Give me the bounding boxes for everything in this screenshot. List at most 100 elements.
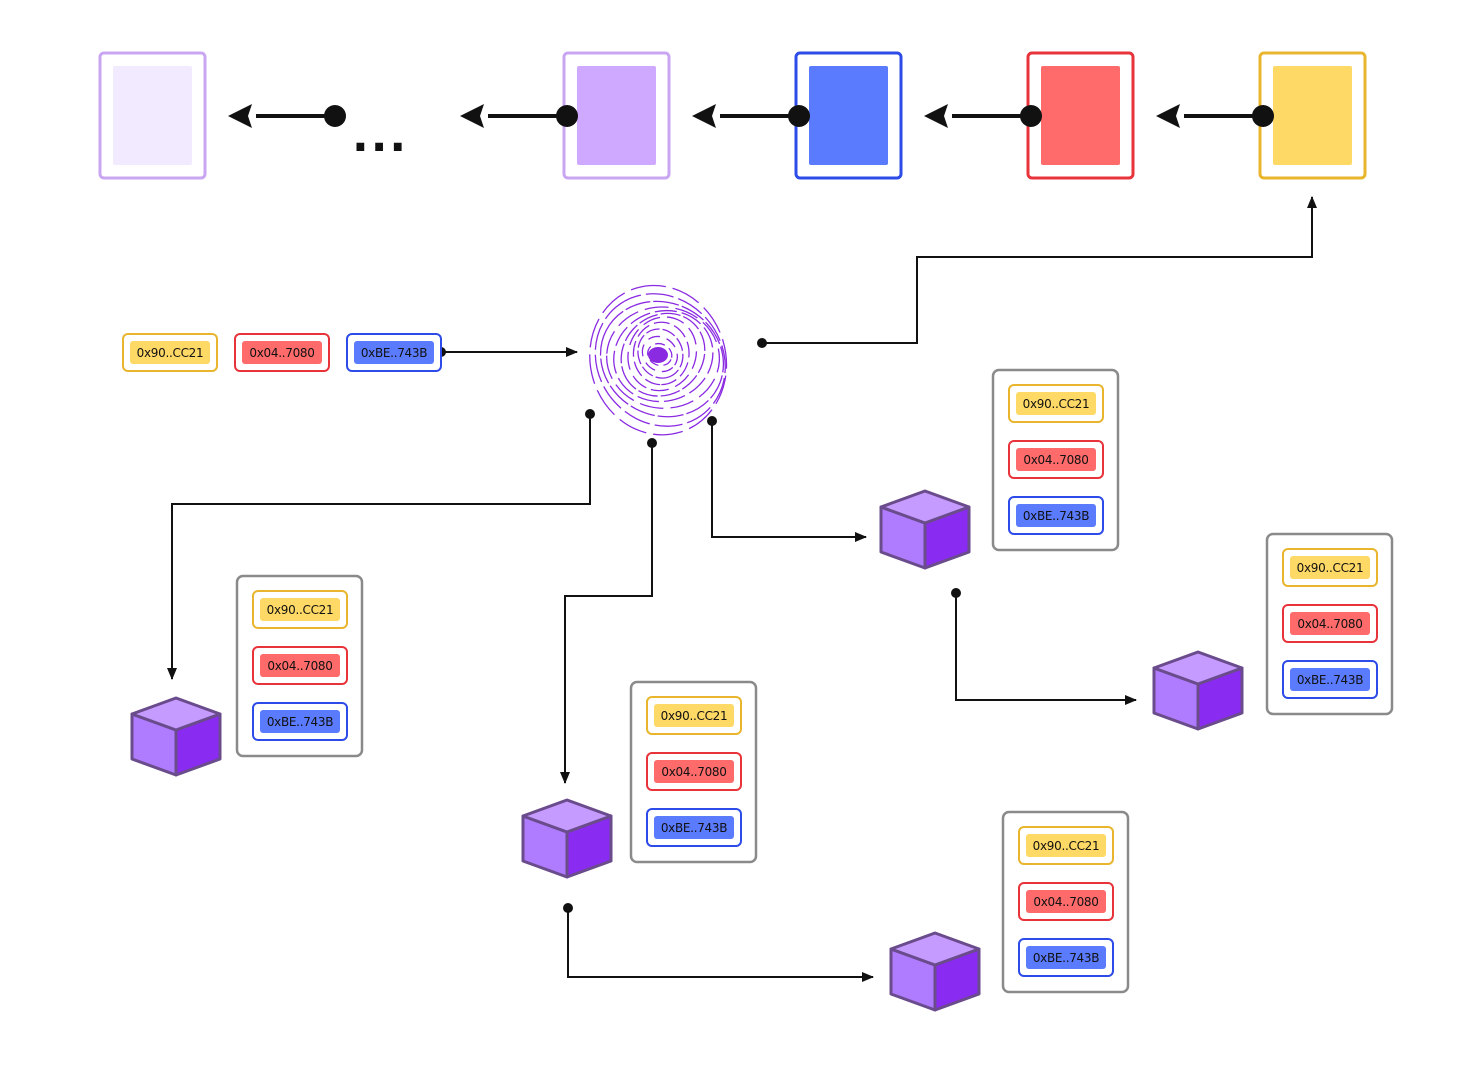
tx-tag: 0xBE..743B (1018, 938, 1114, 977)
vortex-ring (632, 321, 690, 386)
cube-top-face (130, 696, 222, 732)
tx-tag-fill (260, 710, 340, 733)
tx-tag: 0x04..7080 (646, 752, 742, 791)
mempool-to-node-1-dot (585, 409, 595, 419)
tx-tag-label: 0x04..7080 (249, 346, 314, 360)
node-cube (879, 489, 971, 570)
block-fill (577, 66, 656, 165)
vortex-ring (589, 284, 728, 436)
tx-tag-label: 0xBE..743B (661, 821, 727, 835)
block-fill (1041, 66, 1120, 165)
tx-tag: 0x04..7080 (1282, 604, 1378, 643)
node-cube (1152, 650, 1244, 731)
tx-tag: 0xBE..743B (1282, 660, 1378, 699)
chain-link-dot (788, 105, 810, 127)
chain-link-arrow (924, 104, 1042, 128)
block-fill (809, 66, 888, 165)
node-cube (521, 798, 613, 879)
tx-tag-label: 0x90..CC21 (1033, 839, 1100, 853)
block-fill (1273, 66, 1352, 165)
tx-tag: 0xBE..743B (346, 333, 442, 372)
chain-block (562, 51, 671, 180)
tx-tag-label: 0x04..7080 (1023, 453, 1088, 467)
tx-to-mempool (436, 347, 578, 357)
tx-tag: 0x04..7080 (234, 333, 330, 372)
node-cube (889, 931, 981, 1012)
tx-tag-fill (354, 341, 434, 364)
node-transaction-list: 0x90..CC21 0x04..7080 0xBE..743B (235, 574, 364, 758)
tx-tag: 0x90..CC21 (122, 333, 218, 372)
vortex-ring (594, 293, 726, 427)
mempool-to-node-3-path (711, 421, 867, 542)
chain-link-arrow (1156, 104, 1274, 128)
block-fill (113, 66, 192, 165)
chain-block (1258, 51, 1367, 180)
tx-tag-fill (1290, 556, 1370, 579)
chain-arrowhead (228, 104, 252, 128)
node-transaction-list: 0x90..CC21 0x04..7080 0xBE..743B (629, 680, 758, 864)
tx-tag-fill (1026, 834, 1106, 857)
vortex-ring (637, 328, 684, 379)
tx-tag-label: 0x90..CC21 (137, 346, 204, 360)
tx-tag-fill (1016, 392, 1096, 415)
mempool-to-node-2-dot (647, 438, 657, 448)
tx-tag-fill (654, 704, 734, 727)
chain-link-dot (324, 105, 346, 127)
vortex-ring (613, 309, 714, 403)
vortex-ring (606, 306, 721, 409)
mempool-to-block-dot (757, 338, 767, 348)
tx-tag: 0x90..CC21 (252, 590, 348, 629)
mempool-to-node-2 (560, 438, 657, 784)
tx-tag-label: 0x90..CC21 (661, 709, 728, 723)
chain-link-arrow (460, 104, 578, 128)
vortex-core (648, 347, 668, 363)
cube-top-face (521, 798, 613, 834)
node-2-to-node-5-path (567, 908, 874, 982)
vortex (589, 284, 728, 436)
tx-tag-label: 0xBE..743B (361, 346, 427, 360)
chain-block (794, 51, 903, 180)
cube-top-face (889, 931, 981, 967)
tx-tag: 0x90..CC21 (646, 696, 742, 735)
vortex-ring (641, 335, 679, 373)
chain-arrowhead (924, 104, 948, 128)
tx-tag: 0x90..CC21 (1008, 384, 1104, 423)
chain-arrowhead (692, 104, 716, 128)
tx-tag-fill (260, 654, 340, 677)
tx-tag-fill (260, 598, 340, 621)
chain-link-dot (1020, 105, 1042, 127)
chain-link-dot (556, 105, 578, 127)
tx-tag-label: 0x04..7080 (1297, 617, 1362, 631)
vortex-ring (620, 312, 706, 397)
tx-tag-fill (130, 341, 210, 364)
tx-tag-fill (1026, 890, 1106, 913)
node-3-to-node-4-path (955, 593, 1137, 705)
tx-tag-label: 0x04..7080 (1033, 895, 1098, 909)
tx-tag-fill (654, 816, 734, 839)
tx-tag-label: 0xBE..743B (267, 715, 333, 729)
node-2-to-node-5-dot (563, 903, 573, 913)
node-3-to-node-4 (951, 588, 1137, 705)
tx-tag-fill (242, 341, 322, 364)
node-2-to-node-5 (563, 903, 874, 982)
block-chain (98, 51, 1367, 180)
vortex-ring (599, 300, 725, 418)
vortex-ring (627, 316, 698, 392)
node-3-to-node-4-dot (951, 588, 961, 598)
tx-tag-fill (1016, 448, 1096, 471)
node-cubes (130, 489, 1244, 1012)
cube-top-face (879, 489, 971, 525)
cube-top-face (1152, 650, 1244, 686)
mempool-to-node-3-dot (707, 416, 717, 426)
mempool-to-node-3 (707, 416, 867, 542)
tx-tag-fill (1290, 612, 1370, 635)
tx-tag: 0xBE..743B (252, 702, 348, 741)
mempool-to-block (757, 196, 1317, 348)
tx-tag: 0xBE..743B (646, 808, 742, 847)
tx-tag-label: 0x04..7080 (267, 659, 332, 673)
tx-tag-label: 0x90..CC21 (1023, 397, 1090, 411)
chain-arrowhead (460, 104, 484, 128)
